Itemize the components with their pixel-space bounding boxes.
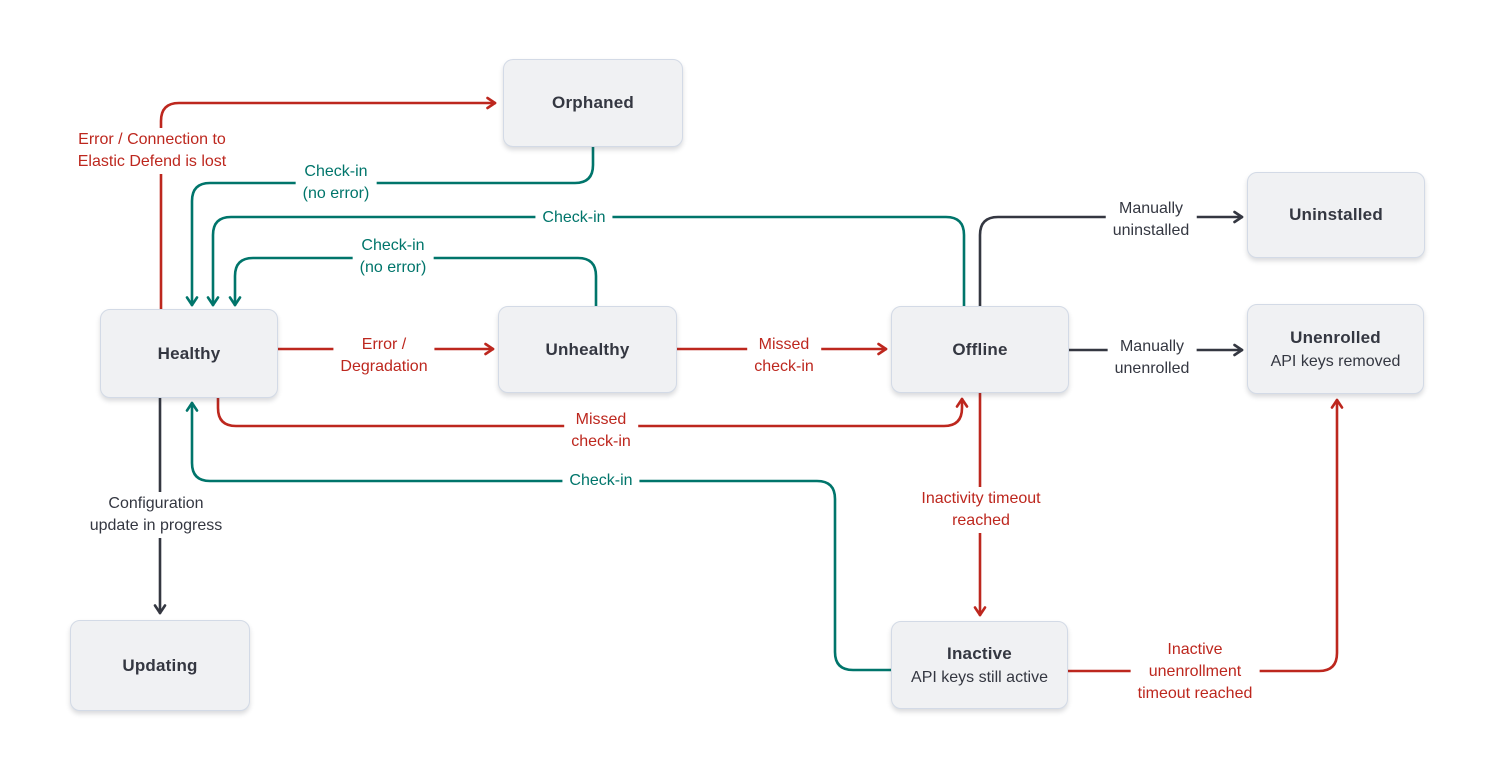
state-node-unhealthy: Unhealthy <box>498 306 677 393</box>
edge-label-unhealthy-to-offline: Missed check-in <box>747 333 821 379</box>
state-sublabel-unenrolled: API keys removed <box>1270 352 1401 370</box>
state-label-healthy: Healthy <box>157 343 221 363</box>
edge-label-healthy-to-orphaned: Error / Connection to Elastic Defend is … <box>70 128 234 174</box>
state-node-healthy: Healthy <box>100 309 278 398</box>
edge-label-offline-to-inactive: Inactivity timeout reached <box>914 487 1048 533</box>
state-sublabel-inactive: API keys still active <box>911 668 1048 686</box>
edge-orphaned-to-healthy <box>185 145 595 307</box>
state-label-inactive: Inactive <box>947 643 1012 663</box>
state-node-uninstalled: Uninstalled <box>1247 172 1425 258</box>
state-node-orphaned: Orphaned <box>503 59 683 147</box>
state-node-unenrolled: Unenrolled API keys removed <box>1247 304 1424 394</box>
edge-healthy-to-orphaned <box>159 96 497 311</box>
edge-label-unhealthy-to-healthy: Check-in (no error) <box>352 234 434 280</box>
state-node-updating: Updating <box>70 620 250 711</box>
state-label-unenrolled: Unenrolled <box>1290 327 1381 347</box>
state-label-uninstalled: Uninstalled <box>1289 205 1383 224</box>
state-node-offline: Offline <box>891 306 1069 393</box>
edge-label-offline-to-healthy: Check-in <box>535 206 613 230</box>
edge-inactive-to-healthy <box>185 401 893 672</box>
edge-label-orphaned-to-healthy: Check-in (no error) <box>295 160 377 206</box>
edge-label-inactive-to-healthy: Check-in <box>562 469 640 493</box>
state-label-offline: Offline <box>952 339 1008 359</box>
state-label-unhealthy: Unhealthy <box>545 339 630 359</box>
edge-label-offline-to-unenrolled: Manually unenrolled <box>1107 335 1197 381</box>
edge-label-healthy-to-unhealthy: Error / Degradation <box>333 333 435 379</box>
edge-label-inactive-to-unenrolled: Inactive unenrollment timeout reached <box>1130 638 1260 706</box>
state-label-orphaned: Orphaned <box>552 93 634 112</box>
state-node-inactive: Inactive API keys still active <box>891 621 1068 709</box>
edge-label-healthy-to-offline: Missed check-in <box>564 408 638 454</box>
edge-offline-to-uninstalled <box>978 210 1244 308</box>
edge-inactive-to-unenrolled <box>1066 398 1344 673</box>
edge-label-offline-to-uninstalled: Manually uninstalled <box>1105 197 1197 243</box>
state-label-updating: Updating <box>122 655 198 675</box>
edge-label-healthy-to-updating: Configuration update in progress <box>82 492 230 538</box>
